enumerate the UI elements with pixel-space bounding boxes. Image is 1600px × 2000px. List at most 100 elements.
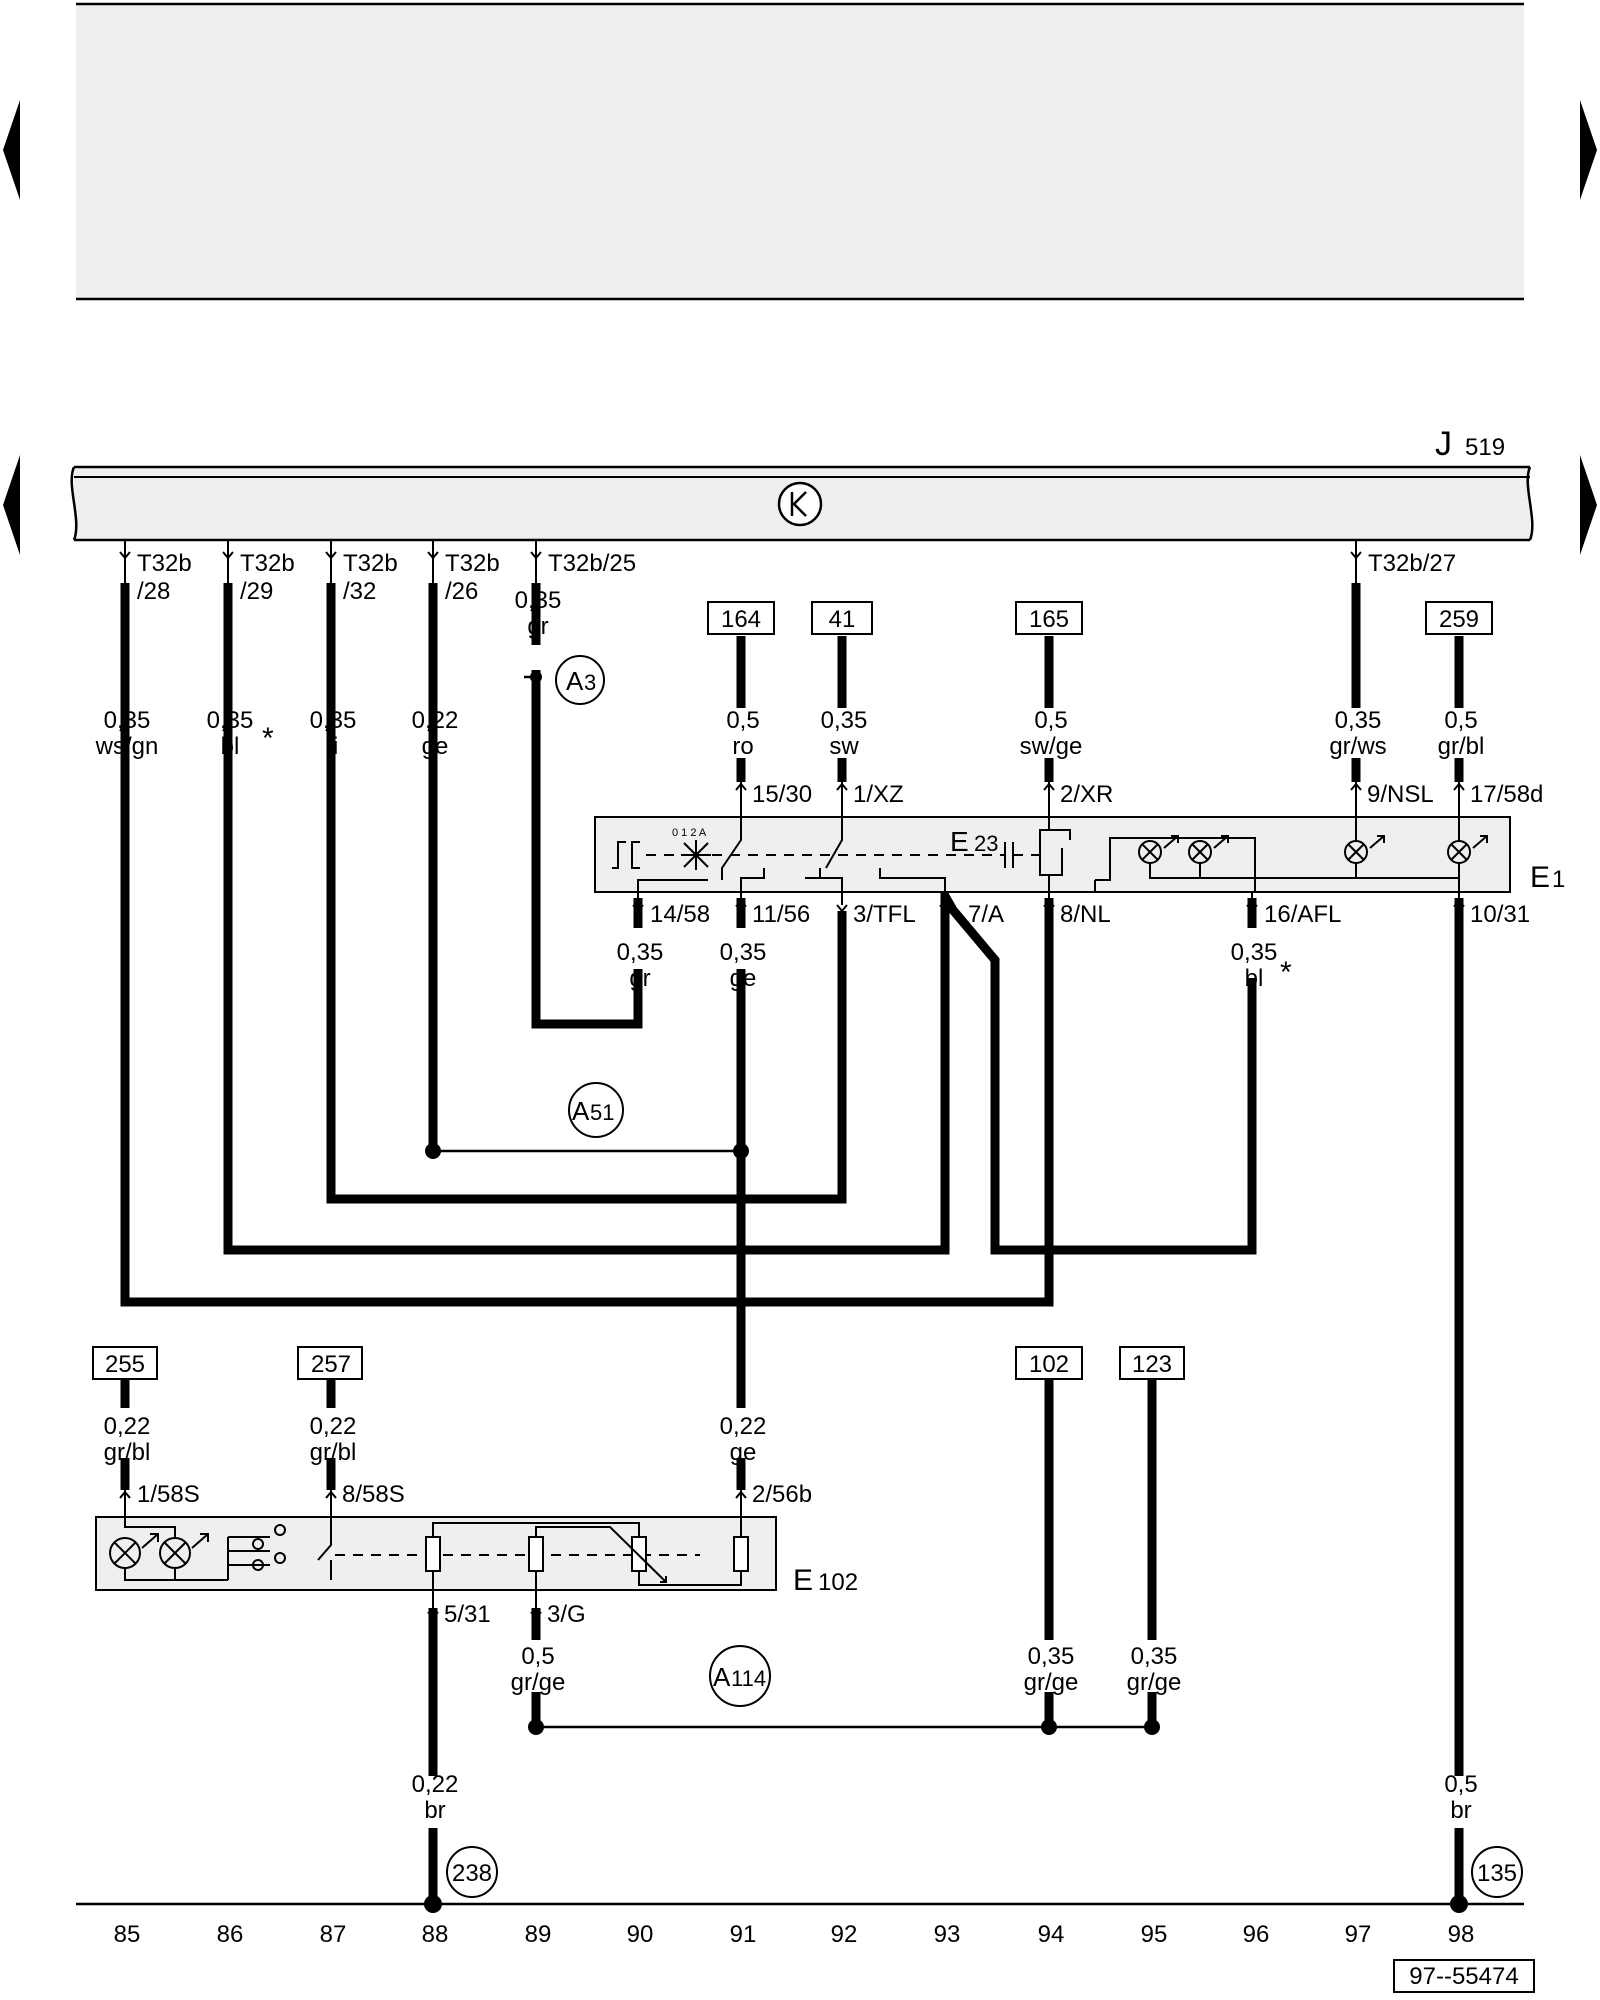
pin-1-xz: 1/XZ bbox=[853, 781, 904, 808]
document-id: 97--55474 bbox=[1393, 1959, 1535, 1993]
ref-259: 259 bbox=[1439, 606, 1479, 633]
footnote-marker-w13: * bbox=[1280, 956, 1292, 989]
wire-w21-size: 0,5 bbox=[1444, 1771, 1477, 1798]
wire-w14-size: 0,22 bbox=[104, 1413, 151, 1440]
headlight-range-control-e102-label: E bbox=[793, 1564, 813, 1597]
footnote-marker-w2: * bbox=[262, 722, 274, 755]
pin-17-58d: 17/58d bbox=[1470, 781, 1543, 808]
wire-w20-size: 0,22 bbox=[412, 1771, 459, 1798]
wire-w13-size: 0,35 bbox=[1231, 939, 1278, 966]
wire-w1-color: ws/gn bbox=[95, 733, 159, 760]
wire-w5-color: gr bbox=[527, 613, 548, 640]
light-switch-e1: 0 1 2 A bbox=[594, 815, 1511, 893]
connector-t32b-32-pin: /32 bbox=[343, 578, 376, 605]
track-number: 86 bbox=[217, 1921, 244, 1948]
wire-w13-color: bl bbox=[1245, 965, 1264, 992]
svg-text:3: 3 bbox=[584, 670, 596, 695]
next-page-arrow-icon-lower[interactable] bbox=[1580, 455, 1597, 555]
wire-w14-color: gr/bl bbox=[104, 1439, 151, 1466]
connector-t32b-26: T32b bbox=[445, 550, 500, 577]
headlight-range-control-e102 bbox=[95, 1516, 777, 1591]
control-unit-j519 bbox=[70, 465, 1534, 542]
wire-w4-size: 0,22 bbox=[412, 707, 459, 734]
wire-w12-color: ge bbox=[730, 965, 757, 992]
track-number: 94 bbox=[1038, 1921, 1065, 1948]
wire-w19-size: 0,35 bbox=[1131, 1643, 1178, 1670]
svg-text:51: 51 bbox=[590, 1100, 614, 1125]
wire-w7-size: 0,35 bbox=[821, 707, 868, 734]
pin-3-tfl: 3/TFL bbox=[853, 901, 916, 928]
pin-5-31: 5/31 bbox=[444, 1601, 491, 1628]
wire-w4-color: ge bbox=[422, 733, 449, 760]
pin-1-58s: 1/58S bbox=[137, 1481, 200, 1508]
prev-page-arrow-icon[interactable] bbox=[3, 100, 20, 200]
next-page-arrow-icon[interactable] bbox=[1580, 100, 1597, 200]
dimmer-e23-label: E bbox=[950, 826, 969, 857]
wire-w6-size: 0,5 bbox=[726, 707, 759, 734]
ref-165: 165 bbox=[1029, 606, 1069, 633]
track-number: 85 bbox=[114, 1921, 141, 1948]
track-number: 93 bbox=[934, 1921, 961, 1948]
wire-w17-size: 0,5 bbox=[521, 1643, 554, 1670]
pin-2-56b: 2/56b bbox=[752, 1481, 812, 1508]
junction-a3: A 3 bbox=[555, 655, 605, 705]
ref-41: 41 bbox=[829, 606, 856, 633]
connector-t32b-26-pin: /26 bbox=[445, 578, 478, 605]
ref-164: 164 bbox=[721, 606, 761, 633]
light-switch-e1-index: 1 bbox=[1552, 866, 1565, 893]
pin-11-56: 11/56 bbox=[752, 901, 810, 928]
prev-page-arrow-icon-lower[interactable] bbox=[3, 455, 20, 555]
wire-w20-color: br bbox=[424, 1797, 445, 1824]
connector-t32b-28: T32b bbox=[137, 550, 192, 577]
pin-15-30: 15/30 bbox=[752, 781, 812, 808]
track-number: 88 bbox=[422, 1921, 449, 1948]
wire-w17-color: gr/ge bbox=[511, 1669, 566, 1696]
wire-w11-size: 0,35 bbox=[617, 939, 664, 966]
pin-10-31: 10/31 bbox=[1470, 901, 1530, 928]
pin-labels: 15/30 1/XZ 2/XR 9/NSL 17/58d 14/58 11/56… bbox=[137, 781, 1543, 1628]
svg-text:238: 238 bbox=[452, 1860, 492, 1887]
wire-w7-color: sw bbox=[829, 733, 859, 760]
control-unit-symbol-icon bbox=[777, 481, 823, 527]
wire-w15-color: gr/bl bbox=[310, 1439, 357, 1466]
ref-123: 123 bbox=[1132, 1351, 1172, 1378]
pin-9-nsl: 9/NSL bbox=[1367, 781, 1434, 808]
wire-w10-color: gr/bl bbox=[1438, 733, 1485, 760]
wire-w8-size: 0,5 bbox=[1034, 707, 1067, 734]
wire-w2-color: bl bbox=[221, 733, 240, 760]
ground-135: 135 bbox=[1471, 1846, 1523, 1898]
wire-w12-size: 0,35 bbox=[720, 939, 767, 966]
wire-w19-color: gr/ge bbox=[1127, 1669, 1182, 1696]
track-number: 92 bbox=[831, 1921, 858, 1948]
track-number: 91 bbox=[730, 1921, 757, 1948]
wire-w18-color: gr/ge bbox=[1024, 1669, 1079, 1696]
switch-positions-label: 0 1 2 A bbox=[672, 827, 707, 839]
track-number: 97 bbox=[1345, 1921, 1372, 1948]
pin-14-58: 14/58 bbox=[650, 901, 710, 928]
ref-102: 102 bbox=[1029, 1351, 1069, 1378]
junction-a51: A 51 bbox=[568, 1082, 624, 1138]
wire-w15-size: 0,22 bbox=[310, 1413, 357, 1440]
reference-boxes bbox=[92, 601, 1493, 1380]
connector-t32b-29-pin: /29 bbox=[240, 578, 273, 605]
wire-runs bbox=[120, 583, 1464, 1904]
wire-w18-size: 0,35 bbox=[1028, 1643, 1075, 1670]
wire-w21-color: br bbox=[1450, 1797, 1471, 1824]
connector-t32b-25: T32b/25 bbox=[548, 550, 636, 577]
ref-255: 255 bbox=[105, 1351, 145, 1378]
track-number: 95 bbox=[1141, 1921, 1168, 1948]
track-number: 89 bbox=[525, 1921, 552, 1948]
svg-text:A: A bbox=[566, 666, 584, 696]
wire-w6-color: ro bbox=[732, 733, 753, 760]
connector-t32b-29: T32b bbox=[240, 550, 295, 577]
wire-w16-size: 0,22 bbox=[720, 1413, 767, 1440]
wire-w9-size: 0,35 bbox=[1335, 707, 1382, 734]
track-number: 98 bbox=[1448, 1921, 1475, 1948]
connector-t32b-28-pin: /28 bbox=[137, 578, 170, 605]
ground-238: 238 bbox=[446, 1846, 498, 1898]
junction-dots bbox=[424, 671, 1468, 1913]
wire-w3-color: li bbox=[328, 733, 339, 760]
svg-text:97--55474: 97--55474 bbox=[1409, 1963, 1518, 1990]
wire-w1-size: 0,35 bbox=[104, 707, 151, 734]
